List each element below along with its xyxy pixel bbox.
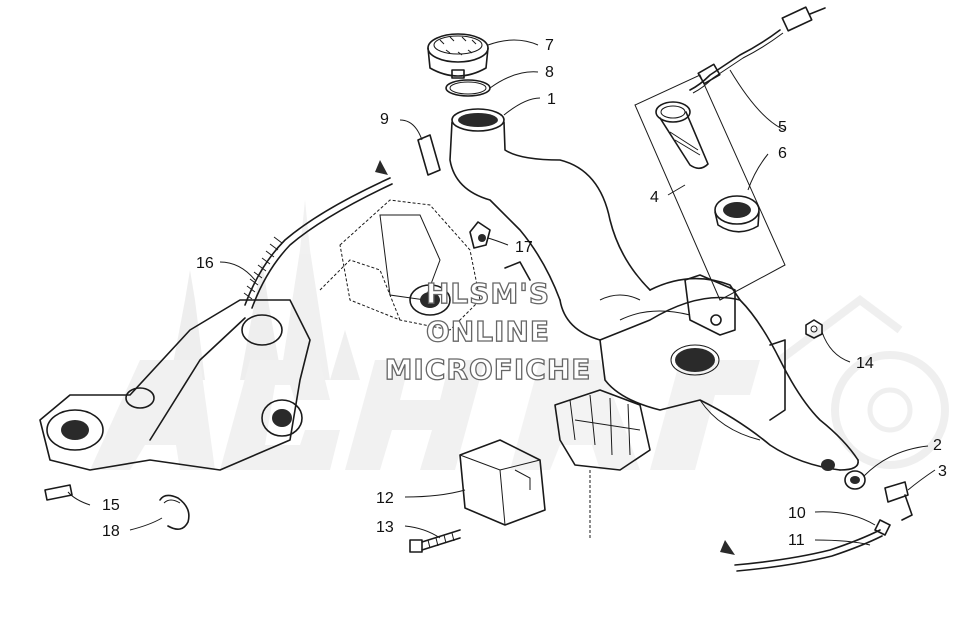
callout-11: 11 xyxy=(788,532,805,549)
callout-8: 8 xyxy=(545,64,554,81)
callout-9: 9 xyxy=(380,111,389,128)
fuel-gauge-assembly xyxy=(634,6,826,301)
callout-6: 6 xyxy=(778,145,787,162)
vent-fitting-part xyxy=(884,481,913,521)
watermark-line-3: MICROFICHE xyxy=(385,353,592,386)
watermark-line-1: HLSM'S xyxy=(426,277,550,310)
callout-16: 16 xyxy=(196,255,214,272)
fuel-tank-part xyxy=(449,108,859,471)
callout-1: 1 xyxy=(547,91,556,108)
callout-15: 15 xyxy=(102,497,120,514)
nut-part xyxy=(769,319,823,421)
callout-7: 7 xyxy=(545,37,554,54)
clip-part xyxy=(469,221,491,249)
foam-strip-part xyxy=(417,134,441,176)
grommet-part xyxy=(844,470,866,490)
callout-3: 3 xyxy=(938,463,947,480)
engine-outline xyxy=(319,199,531,331)
callout-10: 10 xyxy=(788,505,806,522)
watermark-line-2: ONLINE xyxy=(426,315,550,348)
callout-2: 2 xyxy=(933,437,942,454)
filter-canister-part xyxy=(459,439,546,526)
callout-13: 13 xyxy=(376,519,394,536)
watermark-text: HLSM'S ONLINE MICROFICHE xyxy=(384,276,592,386)
callout-18: 18 xyxy=(102,523,120,540)
vent-hose-part xyxy=(720,519,891,572)
frame-bracket-part xyxy=(39,299,311,471)
callout-17: 17 xyxy=(515,239,533,256)
gasket-part xyxy=(445,79,491,97)
bolt-part xyxy=(409,529,461,553)
leader-lines xyxy=(67,39,936,546)
callout-labels: 7 8 1 9 5 6 4 17 16 14 2 3 10 11 12 13 1… xyxy=(102,37,947,549)
hose-clamp-part xyxy=(159,494,190,530)
fuel-hose-part xyxy=(243,160,393,309)
fuel-pump-part xyxy=(554,389,651,540)
callout-5: 5 xyxy=(778,119,787,136)
hose-fitting-part xyxy=(44,484,73,501)
callout-12: 12 xyxy=(376,490,394,507)
fuel-cap-part xyxy=(427,33,489,79)
callout-14: 14 xyxy=(856,355,874,372)
callout-4: 4 xyxy=(650,189,659,206)
